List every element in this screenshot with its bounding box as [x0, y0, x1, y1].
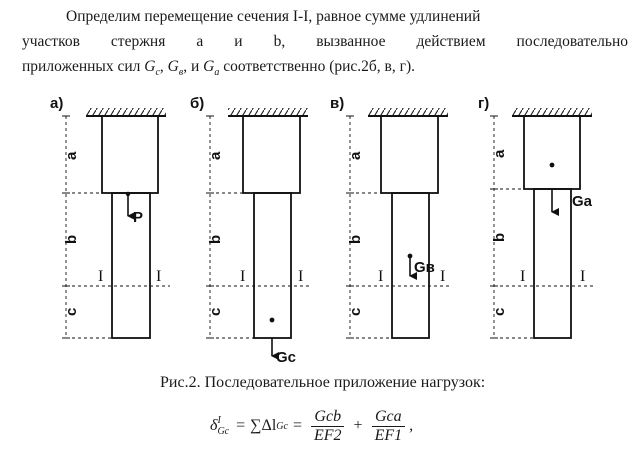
section-mark-right: I — [156, 268, 161, 285]
paragraph-line-3: приложенных сил Gс, Gв, и Ga соответстве… — [22, 54, 628, 85]
force-label-p: P — [133, 209, 143, 226]
paragraph-line-3-end: соответственно (рис.2б, в, г). — [219, 58, 416, 75]
figure-b: б) a b c I I Gc — [190, 95, 312, 366]
force-point — [549, 162, 555, 168]
dimension-ticks — [62, 115, 70, 339]
support-hatch — [512, 108, 592, 116]
figure-d: г) a b c I I Ga — [478, 95, 596, 339]
dim-label-c: c — [63, 308, 80, 316]
figure-a: а) a b c I I P — [50, 95, 170, 339]
section-mark-right: I — [580, 268, 585, 285]
figure-caption: Рис.2. Последовательное приложение нагру… — [160, 374, 486, 391]
force-label-gc: Gc — [276, 349, 296, 366]
formula-equals-2: = — [292, 417, 302, 434]
segment-bc — [253, 192, 292, 339]
dim-label-a: a — [491, 149, 508, 158]
force-label-ga: Ga — [572, 193, 593, 210]
dim-label-a: a — [63, 151, 80, 160]
formula-end: , — [409, 417, 414, 434]
segment-a — [380, 115, 439, 194]
force-separator-2: , и — [183, 58, 204, 75]
support-hatch — [86, 108, 166, 116]
section-mark-right: I — [440, 268, 445, 285]
force-gb-sub: в — [178, 67, 184, 79]
dim-label-b: b — [63, 235, 80, 244]
force-gb-symbol: G — [167, 58, 179, 75]
section-mark-right: I — [298, 268, 303, 285]
paragraph-line-1: Определим перемещение сечения I-I, равно… — [66, 8, 481, 25]
section-mark-left: I — [378, 268, 383, 285]
segment-a — [242, 115, 301, 194]
figure-label-b: б) — [190, 95, 204, 112]
dim-label-a: a — [207, 151, 224, 160]
paragraph-line-3-start: приложенных сил — [22, 58, 145, 75]
paragraph-line-2: участков стержня a и b, вызванное действ… — [22, 33, 628, 50]
fraction-2-numerator: Gca — [372, 408, 405, 427]
figure-c: в) a b c I I Gв — [330, 95, 452, 339]
force-ga-sub: a — [214, 67, 220, 79]
dim-label-c: c — [347, 308, 364, 316]
fraction-1-numerator: Gcb — [311, 408, 345, 427]
dim-label-a: a — [347, 151, 364, 160]
segment-bc — [391, 192, 430, 339]
dim-label-b: b — [347, 235, 364, 244]
dimension-lines — [349, 116, 452, 339]
fraction-1-denominator: EF2 — [313, 426, 342, 444]
force-gc-symbol: G — [144, 58, 156, 75]
segment-bc — [111, 192, 151, 339]
dimension-ticks — [346, 115, 354, 339]
support-hatch — [368, 108, 448, 116]
force-point — [269, 317, 275, 323]
formula-sum: ∑Δl — [250, 417, 277, 434]
formula-lhs-sup: I — [217, 415, 221, 426]
dim-label-c: c — [207, 308, 224, 316]
section-mark-left: I — [98, 268, 103, 285]
figure-label-a: а) — [50, 95, 63, 112]
body-paragraph: Определим перемещение сечения I-I, равно… — [22, 4, 628, 85]
dimension-ticks — [490, 115, 498, 339]
formula-sum-sub: Gc — [276, 420, 288, 432]
dim-label-b: b — [491, 233, 508, 242]
dimension-lines — [65, 116, 170, 339]
formula-fraction-2: Gca EF1 — [372, 408, 406, 445]
force-label-gb: Gв — [414, 259, 435, 276]
dimension-ticks — [206, 115, 214, 339]
dim-label-b: b — [207, 235, 224, 244]
segment-a — [101, 115, 159, 194]
formula-plus: + — [353, 417, 363, 434]
section-mark-left: I — [520, 268, 525, 285]
force-gc-sub: с — [155, 67, 160, 79]
force-point — [125, 191, 131, 197]
figure-label-d: г) — [478, 95, 489, 112]
formula-lhs: δ — [210, 417, 218, 434]
segment-a — [523, 115, 581, 190]
dim-label-c: c — [491, 308, 508, 316]
fraction-2-denominator: EF1 — [374, 426, 403, 444]
force-separator-1: , — [159, 58, 168, 75]
force-ga-symbol: G — [203, 58, 215, 75]
section-mark-left: I — [240, 268, 245, 285]
dimension-lines — [493, 116, 596, 339]
formula-equals-1: = — [236, 417, 246, 434]
dimension-lines — [209, 116, 312, 339]
figure-label-c: в) — [330, 95, 344, 112]
support-hatch — [228, 108, 308, 116]
formula-fraction-1: Gcb EF2 — [311, 408, 345, 445]
formula-lhs-sub: Gc — [217, 426, 230, 437]
